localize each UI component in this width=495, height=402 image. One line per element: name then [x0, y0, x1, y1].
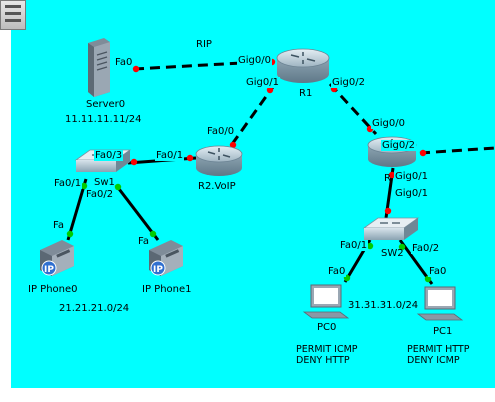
pc0-acl-line: DENY HTTP — [296, 355, 350, 366]
link-sw1-phone1[interactable] — [114, 184, 160, 241]
server0-name: Server0 — [86, 99, 126, 110]
switch-sw2-icon[interactable] — [362, 217, 420, 240]
router-r1-name: R1 — [299, 88, 313, 99]
router-r1-icon[interactable] — [276, 48, 330, 83]
router-r2-name: R2.VoIP — [198, 181, 236, 192]
port-label-r1-gig00: Gig0/0 — [237, 55, 272, 66]
svg-text:IP: IP — [44, 265, 54, 275]
ip-phone1-name: IP Phone1 — [142, 284, 192, 295]
pc1-icon[interactable] — [416, 286, 464, 321]
pc1-acl-note: PERMIT HTTP DENY ICMP — [407, 344, 469, 366]
port-label-sw1-fa01: Fa0/1 — [53, 178, 83, 189]
switch-sw2-name: SW2 — [381, 248, 404, 259]
rip-protocol-label: RIP — [196, 39, 212, 50]
server0-ip: 11.11.11.11/24 — [65, 114, 142, 125]
link-sw1-phone0[interactable] — [66, 178, 88, 241]
svg-text:IP: IP — [153, 265, 163, 275]
port-label-pc0-fa0: Fa0 — [327, 266, 347, 277]
server-icon[interactable] — [88, 38, 110, 97]
port-label-sw1-fa03: Fa0/3 — [94, 150, 124, 161]
port-label-r1-gig01: Gig0/1 — [245, 77, 280, 88]
pc0-acl-line: PERMIT ICMP — [296, 344, 358, 355]
pc0-name: PC0 — [317, 322, 337, 333]
window-menu-icon[interactable] — [0, 0, 26, 30]
port-label-sw1-fa02: Fa0/2 — [85, 189, 115, 200]
port-label-r3-gig02: Gig0/2 — [381, 140, 416, 151]
ip-phone0-icon[interactable]: IP — [40, 240, 74, 276]
port-label-r3-gig00: Gig0/0 — [371, 118, 406, 129]
router-r3-name: R — [384, 173, 391, 184]
ip-phone1-icon[interactable]: IP — [149, 240, 183, 276]
port-label-server-fa0: Fa0 — [114, 57, 134, 68]
pc0-icon[interactable] — [302, 284, 350, 319]
port-label-phone0-fa: Fa — [52, 220, 65, 231]
port-label-pc1-fa0: Fa0 — [428, 266, 448, 277]
router-r2-icon[interactable] — [195, 145, 243, 176]
link-status-lights — [66, 58, 432, 283]
pc0-acl-note: PERMIT ICMP DENY HTTP — [296, 344, 358, 366]
pc1-acl-line: DENY ICMP — [407, 355, 460, 366]
pc1-acl-line: PERMIT HTTP — [407, 344, 470, 355]
switch-sw1-name: Sw1 — [94, 177, 115, 188]
port-label-r2-fa00: Fa0/0 — [206, 126, 236, 137]
link-r1-r2[interactable] — [228, 83, 277, 148]
port-label-r3-gig01: Gig0/1 — [394, 171, 429, 182]
pc1-name: PC1 — [433, 326, 453, 337]
data-lan-network: 31.31.31.0/24 — [348, 300, 419, 311]
port-label-phone1-fa: Fa — [137, 236, 150, 247]
port-label-sw2-fa02: Fa0/2 — [411, 243, 441, 254]
ip-phone0-name: IP Phone0 — [28, 284, 78, 295]
port-label-r1-gig02: Gig0/2 — [331, 77, 366, 88]
link-r1-r3[interactable] — [328, 82, 378, 136]
port-label-sw2-fa01: Fa0/1 — [339, 240, 369, 251]
voice-lan-network: 21.21.21.0/24 — [59, 303, 130, 314]
link-r3-external[interactable] — [419, 146, 495, 155]
port-label-sw2-gig01: Gig0/1 — [394, 188, 429, 199]
port-label-r2-fa01: Fa0/1 — [155, 150, 185, 161]
